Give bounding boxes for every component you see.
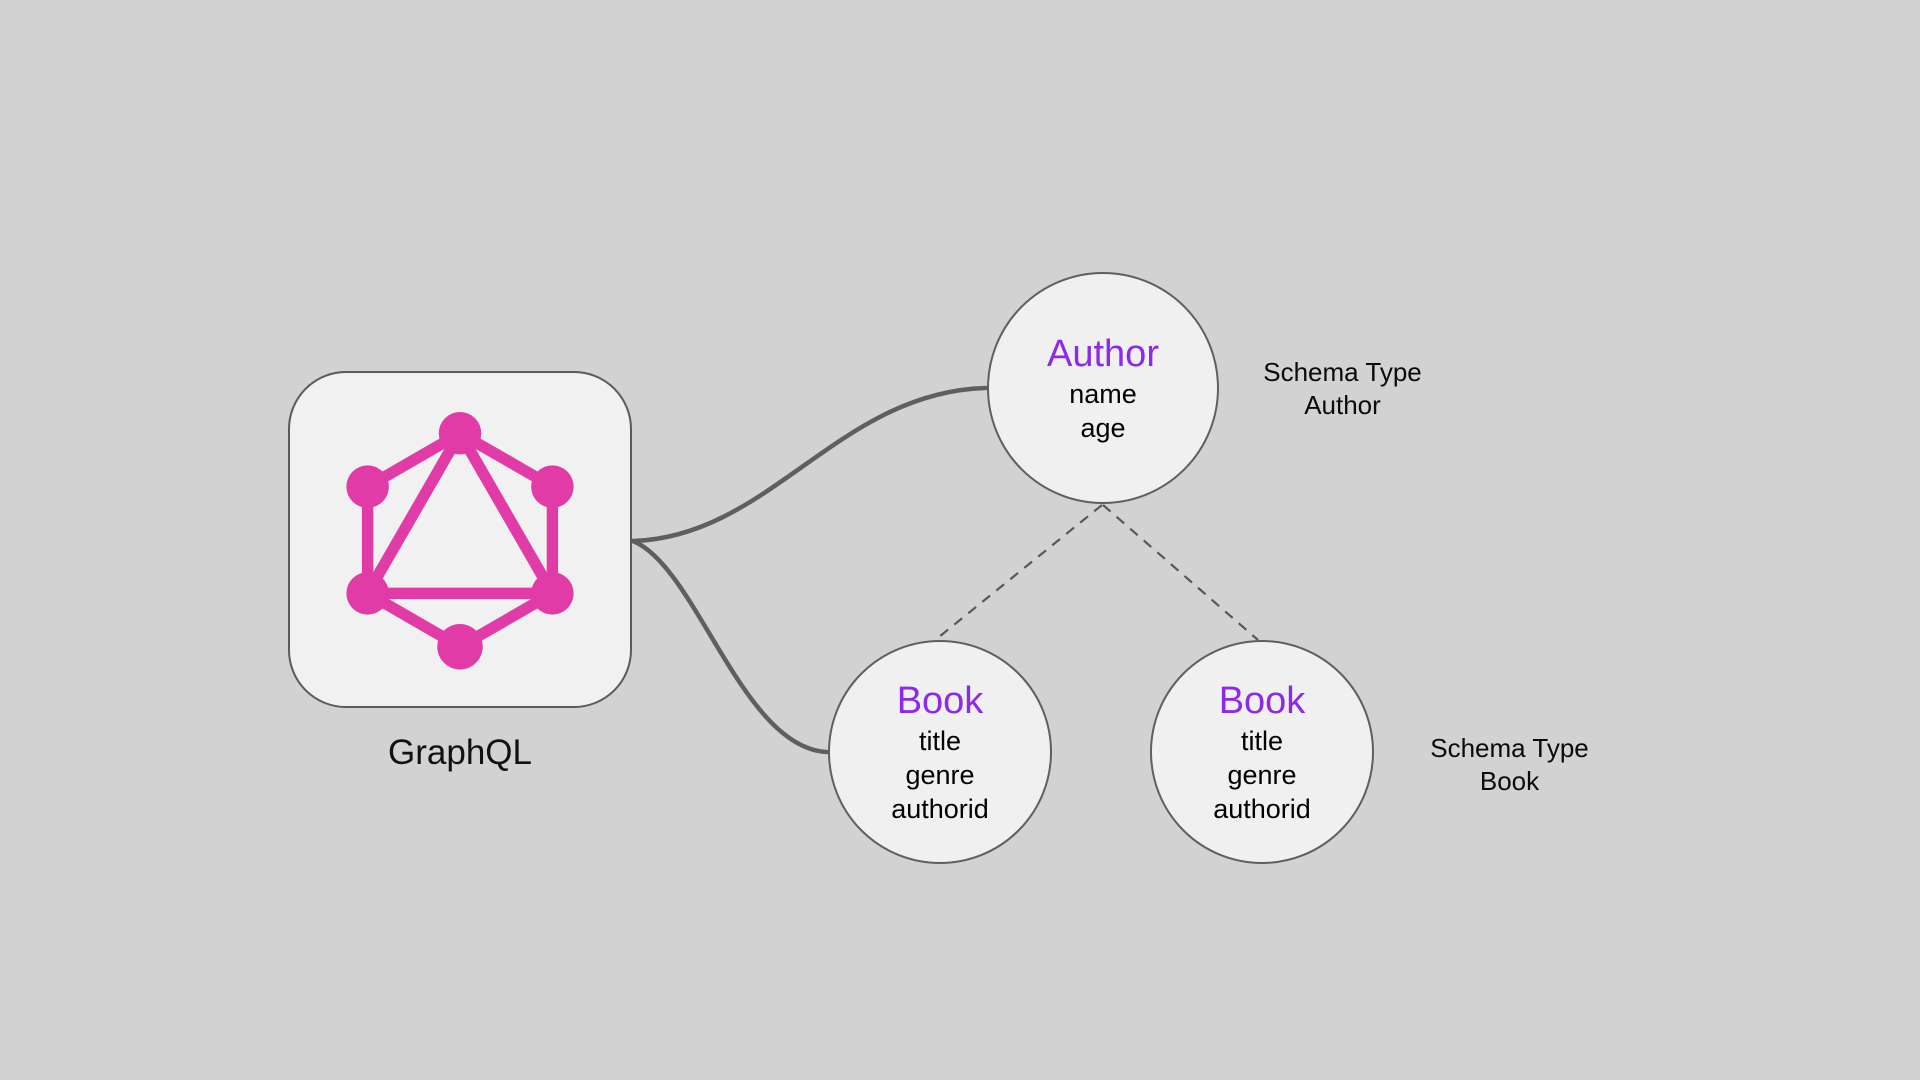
book-node-right: Book title genre authorid	[1150, 640, 1374, 864]
schema-type-book-line1: Schema Type	[1430, 733, 1589, 763]
book-left-title: Book	[896, 680, 984, 722]
schema-type-book-line2: Book	[1479, 766, 1540, 796]
book-left-field-title: title	[918, 726, 962, 756]
edge-graphql-to-book-left	[630, 538, 830, 755]
author-node-title: Author	[1047, 333, 1159, 375]
book-right-field-authorid: authorid	[1213, 794, 1311, 824]
book-left-field-genre: genre	[905, 760, 975, 790]
edge-graphql-to-author	[630, 385, 989, 544]
edge-author-to-book-left	[933, 504, 1103, 642]
graphql-logo-box	[288, 371, 632, 708]
schema-type-book-label: Schema Type Book	[1402, 732, 1617, 798]
schema-type-author-line1: Schema Type	[1263, 357, 1422, 387]
schema-type-author-label: Schema Type Author	[1235, 356, 1450, 422]
book-right-field-title: title	[1240, 726, 1284, 756]
book-left-field-authorid: authorid	[891, 794, 989, 824]
author-field-name: name	[1069, 379, 1137, 409]
author-node: Author name age	[987, 272, 1219, 504]
book-right-field-genre: genre	[1227, 760, 1297, 790]
book-node-left: Book title genre authorid	[828, 640, 1052, 864]
book-right-title: Book	[1218, 680, 1306, 722]
edge-author-to-book-right	[1102, 504, 1259, 641]
graphql-logo-icon	[346, 412, 574, 670]
graphql-label: GraphQL	[388, 733, 532, 772]
author-field-age: age	[1080, 413, 1126, 443]
schema-type-author-line2: Author	[1304, 390, 1381, 420]
